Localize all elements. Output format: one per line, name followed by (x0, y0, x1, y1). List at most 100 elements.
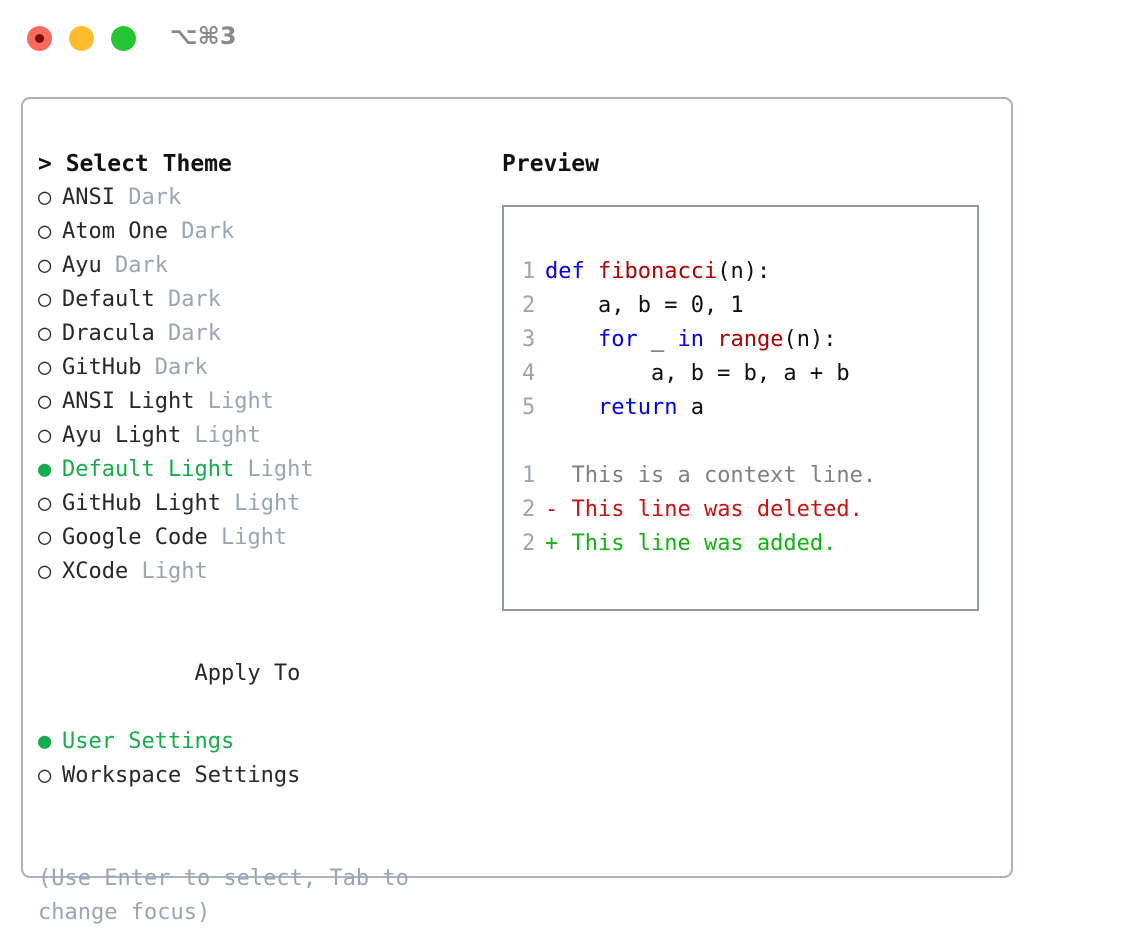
theme-option-variant: Dark (154, 355, 208, 380)
theme-option-label: Ayu Light (62, 423, 182, 448)
theme-option-ayu[interactable]: ○Ayu Dark (38, 249, 488, 283)
code-line: 1 def fibonacci(n): (522, 255, 962, 289)
radio-unselected-icon: ○ (38, 287, 52, 312)
code-token-kw: in (677, 327, 704, 352)
apply-to-option-workspace-settings[interactable]: ○ Workspace Settings (38, 759, 488, 793)
diff-marker: + (545, 531, 559, 556)
theme-option-atom-one[interactable]: ○Atom One Dark (38, 215, 488, 249)
label-spacer (234, 457, 247, 482)
theme-option-ansi[interactable]: ○ ANSI Dark (38, 181, 488, 215)
close-window-button[interactable] (27, 26, 52, 51)
keyboard-shortcut-label: ⌥⌘3 (170, 22, 237, 50)
label-spacer (155, 321, 168, 346)
code-sample: 1 def fibonacci(n): 2 a, b = 0, 1 3 for _ i… (522, 255, 962, 425)
theme-option-github[interactable]: ○ GitHub Dark (38, 351, 488, 385)
radio-unselected-icon: ○ (38, 559, 52, 584)
diff-line: 2 + This line was added. (522, 527, 962, 561)
code-token-pl: a (677, 395, 704, 420)
theme-option-github-light[interactable]: ○GitHub Light Light (38, 487, 488, 521)
theme-option-variant: Dark (167, 321, 221, 346)
diff-line: 1 This is a context line. (522, 459, 962, 493)
label-spacer (181, 423, 194, 448)
theme-option-label: GitHub (62, 355, 142, 380)
line-number: 5 (522, 395, 536, 420)
code-line: 4 a, b = b, a + b (522, 357, 962, 391)
theme-list-column: > Select Theme ○ANSI Dark○Atom One Dark○… (38, 147, 488, 793)
maximize-window-button[interactable] (111, 26, 136, 51)
label-spacer (155, 287, 168, 312)
theme-option-label: GitHub Light (62, 491, 221, 516)
theme-option-default-light[interactable]: ● Default Light Light (38, 453, 488, 487)
theme-option-variant: Light (247, 457, 314, 482)
theme-option-variant: Dark (128, 185, 182, 210)
diff-text: This line was added. (558, 531, 837, 556)
code-line: 2 a, b = 0, 1 (522, 289, 962, 323)
code-token-fn: range (717, 327, 784, 352)
preview-column: Preview (502, 147, 997, 181)
traffic-light-group (27, 26, 136, 51)
theme-option-xcode[interactable]: ○XCode Light (38, 555, 488, 589)
theme-option-variant: Light (141, 559, 208, 584)
radio-unselected-icon: ○ (38, 185, 52, 210)
label-spacer (102, 253, 115, 278)
radio-unselected-icon: ○ (38, 389, 52, 414)
radio-unselected-icon: ○ (38, 491, 52, 516)
theme-option-label: Dracula (62, 321, 155, 346)
apply-to-heading-indent (170, 657, 194, 691)
apply-to-option-user-settings[interactable]: ●User Settings (38, 725, 488, 759)
line-number: 2 (522, 293, 536, 318)
line-number: 3 (522, 327, 536, 352)
theme-option-label: Atom One (62, 219, 168, 244)
code-token-pl: a, b = 0, 1 (545, 293, 744, 318)
theme-option-default[interactable]: ○Default Dark (38, 283, 488, 317)
theme-picker-panel: > Select Theme ○ANSI Dark○Atom One Dark○… (21, 97, 1013, 925)
code-token-kw: def (545, 259, 598, 284)
label-spacer (141, 355, 154, 380)
code-token-kw: return (597, 395, 678, 420)
preview-box: 1 def fibonacci(n): 2 a, b = 0, 1 3 for _ i… (502, 205, 979, 611)
label-spacer (208, 525, 221, 550)
radio-unselected-icon: ○ (38, 219, 52, 244)
theme-option-ansi-light[interactable]: ○ANSI Light Light (38, 385, 488, 419)
radio-unselected-icon: ○ (38, 763, 52, 788)
code-token-kw: for (597, 327, 638, 352)
code-token-pl (545, 327, 598, 352)
line-number: 1 (522, 259, 536, 284)
label-spacer (168, 219, 181, 244)
theme-option-ayu-light[interactable]: ○Ayu Light Light (38, 419, 488, 453)
theme-option-variant: Light (220, 525, 288, 550)
apply-to-heading: Apply To (38, 623, 488, 725)
diff-marker (545, 463, 558, 488)
theme-option-google-code[interactable]: ○ Google Code Light (38, 521, 488, 555)
code-blank-line (522, 425, 962, 459)
line-number: 2 (522, 497, 536, 522)
theme-option-variant: Light (194, 423, 261, 448)
label-spacer (128, 559, 141, 584)
line-number: 2 (522, 531, 536, 556)
line-number: 1 (522, 463, 536, 488)
theme-list: ○ANSI Dark○Atom One Dark○Ayu Dark○Defaul… (38, 181, 488, 589)
theme-option-label: ANSI (62, 185, 115, 210)
code-token-fn: fibonacci (597, 259, 718, 284)
preview-heading: Preview (502, 151, 599, 177)
apply-to-heading-label: Apply To (194, 661, 301, 686)
theme-option-label: Default Light (62, 457, 235, 482)
theme-option-label: Google Code (62, 525, 208, 550)
theme-option-variant: Dark (167, 287, 221, 312)
diff-sample: 1 This is a context line.2- This line wa… (522, 459, 962, 561)
apply-to-option-label: Workspace Settings (62, 763, 301, 788)
theme-option-dracula[interactable]: ○Dracula Dark (38, 317, 488, 351)
code-token-pl: a, b = b, a + b (545, 361, 850, 386)
theme-option-label: ANSI Light (62, 389, 195, 414)
diff-line: 2- This line was deleted. (522, 493, 962, 527)
code-preview: 1 def fibonacci(n): 2 a, b = 0, 1 3 for _ i… (522, 255, 962, 561)
radio-unselected-icon: ○ (38, 253, 52, 278)
radio-selected-icon: ● (38, 457, 52, 482)
radio-unselected-icon: ○ (38, 525, 52, 550)
minimize-window-button[interactable] (69, 26, 94, 51)
label-spacer (194, 389, 207, 414)
code-token-pl: (n): (717, 259, 771, 284)
radio-unselected-icon: ○ (38, 355, 52, 380)
code-token-pl: _ (637, 327, 678, 352)
